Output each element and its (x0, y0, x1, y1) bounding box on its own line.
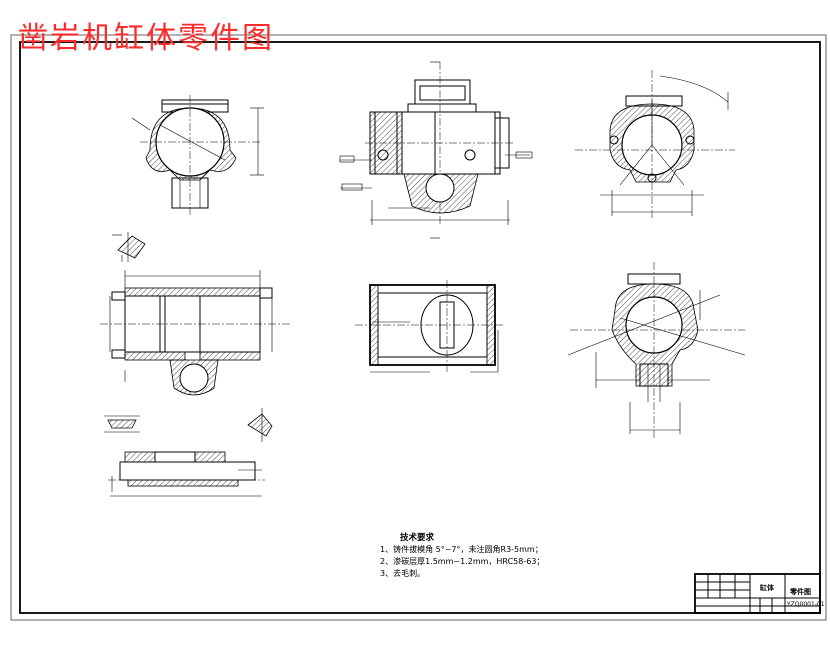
note-item-3: 3、去毛刺。 (380, 568, 425, 578)
small-section-a (112, 232, 146, 262)
small-section-e (247, 408, 273, 442)
title-block: 缸体 零件图 YZQ0001-01 (694, 573, 825, 614)
technical-notes: 技术要求 1、铸件拔模角 5°~7°，未注圆角R3-5mm； 2、渗碳层厚1.5… (380, 532, 544, 578)
end-view-top-left (131, 95, 264, 215)
top-view-middle-center (355, 280, 505, 373)
page-title: 凿岩机缸体零件图 (18, 21, 274, 56)
section-view-middle-left (100, 270, 290, 396)
note-item-2: 2、渗碳层厚1.5mm~1.2mm，HRC58-63； (380, 556, 544, 566)
outer-border (10, 34, 827, 621)
title-block-drawing-no: YZQ0001-01 (786, 601, 825, 608)
title-block-part-name: 缸体 (759, 583, 775, 592)
notes-heading: 技术要求 (400, 532, 435, 543)
detail-view-bottom-left (108, 451, 265, 497)
title-block-drawing-type: 零件图 (789, 587, 811, 596)
end-view-top-right (575, 70, 735, 220)
small-section-c (104, 415, 140, 433)
inner-frame (19, 41, 821, 614)
front-view-top-center (339, 61, 533, 239)
note-item-1: 1、铸件拔模角 5°~7°，未注圆角R3-5mm； (380, 544, 543, 554)
section-view-middle-right (567, 262, 746, 440)
